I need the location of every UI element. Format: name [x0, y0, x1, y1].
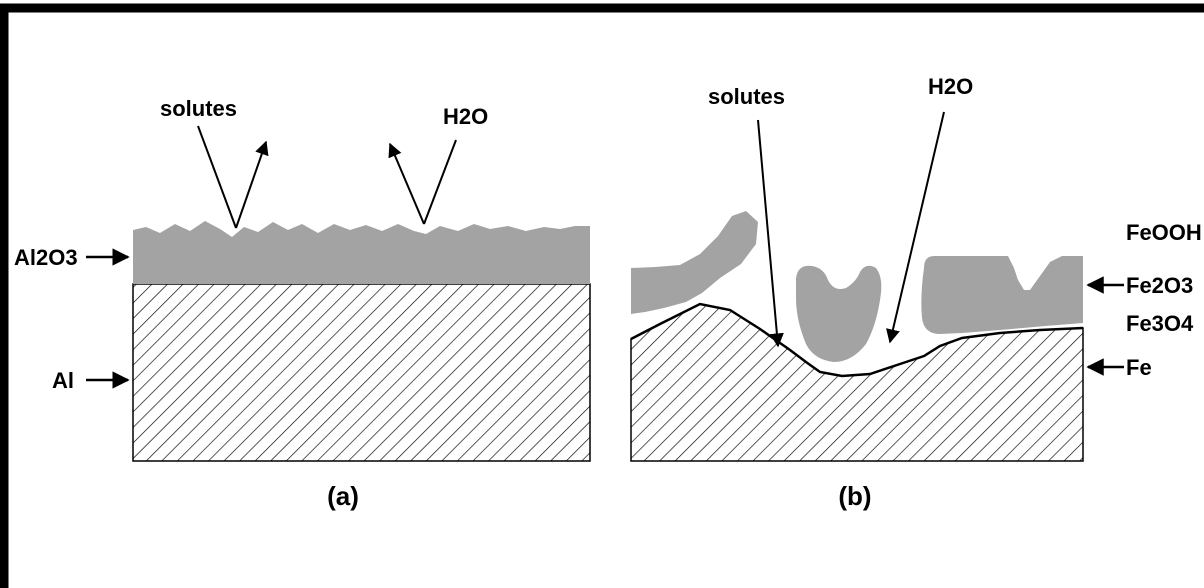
solutes-line-a: [197, 125, 237, 229]
caption-a: (a): [327, 481, 359, 511]
solutes-arrow-a: [235, 140, 269, 229]
magnetite-thin-layer: [630, 302, 1084, 378]
label-iron: Fe: [1126, 355, 1152, 380]
iron-oxide-pit-blob: [796, 265, 882, 362]
caption-b: (b): [838, 481, 871, 511]
label-solutes-b: solutes: [708, 84, 785, 109]
figure-frame: [0, 3, 1204, 588]
iron-oxide-flake-right: [921, 256, 1083, 334]
solutes-arrow-b: [757, 119, 784, 348]
label-feooh: FeOOH: [1126, 220, 1202, 245]
water-arrow-a: [388, 142, 425, 225]
alumina-oxide-layer: [133, 221, 590, 284]
label-fe2o3: Fe2O3: [1126, 273, 1193, 298]
water-arrow-b: [886, 111, 945, 344]
water-line-a: [423, 139, 457, 225]
label-aluminum: Al: [52, 368, 74, 393]
label-alumina: Al2O3: [14, 245, 78, 270]
label-solutes-a: solutes: [160, 96, 237, 121]
iron-oxide-flake-left: [631, 211, 758, 314]
aluminum-substrate: [132, 283, 591, 462]
label-water-b: H2O: [928, 74, 973, 99]
label-fe3o4: Fe3O4: [1126, 311, 1194, 336]
panel-a: solutes H2O Al2O3 Al (a): [14, 96, 591, 511]
label-water-a: H2O: [443, 104, 488, 129]
panel-b: solutes H2O FeOOH Fe2O3 Fe3O4 Fe (b): [630, 74, 1202, 511]
